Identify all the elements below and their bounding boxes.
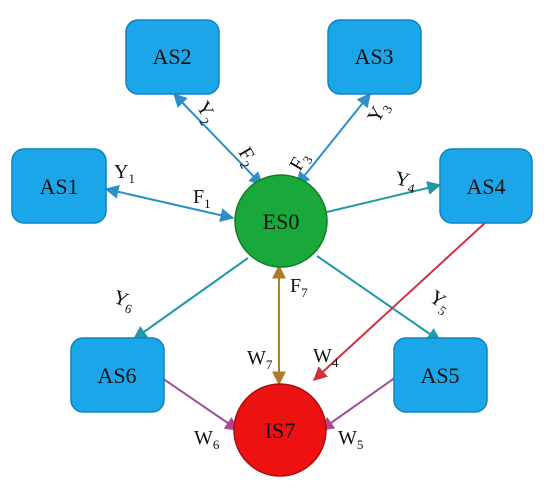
node-as4-label: AS4	[466, 174, 505, 199]
node-as3-label: AS3	[354, 44, 393, 69]
label-y4: Y4	[392, 167, 418, 196]
edge-as6-is7	[161, 377, 240, 431]
label-w6: W6	[194, 427, 220, 452]
node-as5-label: AS5	[420, 363, 459, 388]
label-f2: F2	[231, 144, 261, 172]
node-as1: AS1	[11, 148, 107, 224]
edge-es0-as6	[132, 257, 249, 340]
node-as2-label: AS2	[152, 44, 191, 69]
edge-as1-es0	[104, 184, 235, 223]
node-as6: AS6	[70, 337, 165, 413]
node-as5: AS5	[393, 337, 488, 413]
edge-as2-es0	[173, 92, 263, 187]
label-w7: W7	[247, 347, 273, 372]
node-as6-label: AS6	[97, 363, 136, 388]
label-w4: W4	[313, 345, 339, 370]
edge-as4-is7	[312, 221, 487, 381]
node-is7: IS7	[233, 383, 327, 477]
label-y2: Y2	[189, 98, 221, 129]
node-es0: ES0	[234, 174, 328, 268]
label-y5: Y5	[423, 286, 455, 318]
node-is7-label: IS7	[265, 418, 296, 443]
label-f1: F1	[193, 186, 211, 211]
edge-es0-as4	[326, 181, 442, 213]
node-es0-label: ES0	[263, 209, 300, 234]
node-as4: AS4	[439, 148, 533, 224]
label-y1: Y1	[114, 161, 135, 186]
edge-labels: Y1 F1 Y2 F2 F3 Y3 Y4 Y5 Y6 F7 W7	[109, 97, 455, 453]
edge-as5-is7	[319, 376, 397, 431]
edges	[104, 92, 487, 431]
node-as1-label: AS1	[39, 174, 78, 199]
label-y6: Y6	[109, 286, 138, 317]
edge-as3-es0	[296, 92, 371, 187]
label-f7: F7	[290, 275, 308, 300]
label-f3: F3	[285, 148, 315, 176]
node-as3: AS3	[327, 19, 422, 95]
node-as2: AS2	[125, 19, 220, 95]
label-y3: Y3	[363, 97, 395, 128]
label-w5: W5	[338, 427, 363, 452]
edge-es0-as5	[316, 255, 442, 342]
